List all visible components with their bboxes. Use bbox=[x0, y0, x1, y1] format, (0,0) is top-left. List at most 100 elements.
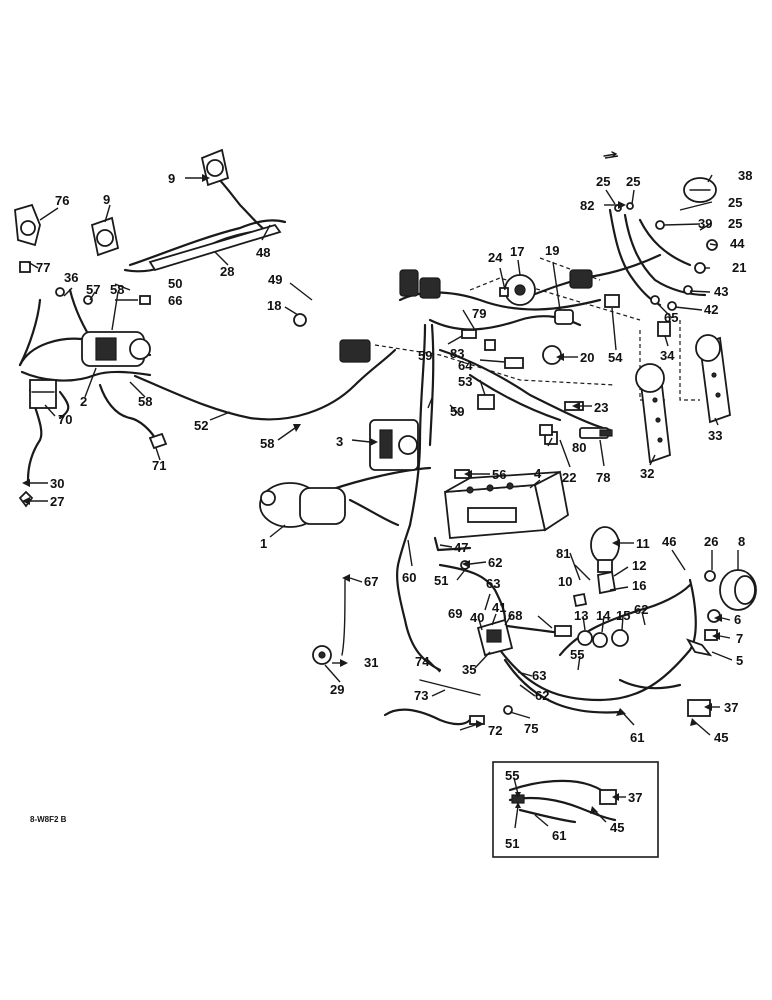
callout-10: 10 bbox=[558, 574, 572, 589]
callout-14: 14 bbox=[596, 608, 611, 623]
callout-63-b: 63 bbox=[532, 668, 546, 683]
callout-12: 12 bbox=[632, 558, 646, 573]
callout-56: 56 bbox=[492, 467, 506, 482]
callout-82: 82 bbox=[580, 198, 594, 213]
callout-69: 69 bbox=[448, 606, 462, 621]
component-77-connector bbox=[19, 261, 31, 273]
component-20-switch bbox=[542, 345, 562, 365]
callout-21: 21 bbox=[732, 260, 746, 275]
callout-16: 16 bbox=[632, 578, 646, 593]
component-28-bracket bbox=[148, 223, 282, 272]
callout-43: 43 bbox=[714, 284, 728, 299]
component-17-switch bbox=[504, 274, 536, 306]
callout-75: 75 bbox=[524, 721, 538, 736]
callout-23: 23 bbox=[594, 400, 608, 415]
callout-labels: 76 77 9 9 28 48 49 50 66 18 36 57 58 2 5… bbox=[36, 168, 752, 745]
callout-81: 81 bbox=[556, 546, 570, 561]
component-24-terminal bbox=[499, 287, 509, 297]
callout-34: 34 bbox=[660, 348, 675, 363]
callout-35: 35 bbox=[462, 662, 476, 677]
component-35-switch bbox=[476, 618, 514, 657]
component-26-bulb bbox=[704, 570, 716, 582]
callout-57: 57 bbox=[86, 282, 100, 297]
inset-callout-61: 61 bbox=[552, 828, 566, 843]
callout-25-a: 25 bbox=[596, 174, 610, 189]
callout-9-left: 9 bbox=[103, 192, 110, 207]
component-78-plug bbox=[579, 427, 613, 439]
callout-38: 38 bbox=[738, 168, 752, 183]
callout-37: 37 bbox=[724, 700, 738, 715]
callout-76: 76 bbox=[55, 193, 69, 208]
component-53-connector bbox=[477, 394, 495, 410]
callout-18: 18 bbox=[267, 298, 281, 313]
component-33-panel bbox=[695, 334, 731, 424]
component-12-bracket bbox=[597, 570, 617, 595]
arrow-mark bbox=[603, 151, 618, 158]
callout-48: 48 bbox=[256, 245, 270, 260]
component-13-socket bbox=[577, 630, 593, 646]
callout-30: 30 bbox=[50, 476, 64, 491]
component-43-terminal bbox=[683, 285, 693, 295]
component-32-panel bbox=[635, 363, 671, 464]
callout-20: 20 bbox=[580, 350, 594, 365]
inset-callout-51: 51 bbox=[505, 836, 519, 851]
component-39-terminal bbox=[655, 220, 665, 230]
inset-detail: 55 51 61 37 45 bbox=[492, 761, 659, 858]
callout-70: 70 bbox=[58, 412, 72, 427]
component-18-clip bbox=[293, 313, 307, 327]
callout-78: 78 bbox=[596, 470, 610, 485]
callout-60: 60 bbox=[402, 570, 416, 585]
callout-64: 64 bbox=[458, 358, 473, 373]
callout-80: 80 bbox=[572, 440, 586, 455]
callout-28: 28 bbox=[220, 264, 234, 279]
component-34-switch bbox=[657, 321, 671, 337]
callout-72: 72 bbox=[488, 723, 502, 738]
callout-2: 2 bbox=[80, 394, 87, 409]
component-70-regulator bbox=[29, 379, 57, 409]
callout-25-d: 25 bbox=[728, 216, 742, 231]
callout-31: 31 bbox=[364, 655, 378, 670]
callout-66: 66 bbox=[168, 293, 182, 308]
inset-callout-37: 37 bbox=[628, 790, 642, 805]
callout-67: 67 bbox=[364, 574, 378, 589]
component-21-terminal bbox=[694, 262, 706, 274]
callout-32: 32 bbox=[640, 466, 654, 481]
component-54-connector bbox=[604, 294, 620, 308]
components bbox=[14, 148, 757, 725]
component-76-switch bbox=[14, 203, 41, 247]
callout-24: 24 bbox=[488, 250, 503, 265]
callout-41: 41 bbox=[492, 600, 506, 615]
leader-lines bbox=[22, 155, 739, 736]
component-79-connector bbox=[461, 329, 477, 339]
callout-51: 51 bbox=[434, 573, 448, 588]
callout-25-b: 25 bbox=[626, 174, 640, 189]
callout-40: 40 bbox=[470, 610, 484, 625]
component-2-generator bbox=[81, 331, 151, 367]
component-64-connector bbox=[504, 357, 524, 369]
callout-62-c: 62 bbox=[634, 602, 648, 617]
component-3-alternator bbox=[369, 419, 419, 471]
callout-26: 26 bbox=[704, 534, 718, 549]
component-1-starter bbox=[259, 482, 346, 528]
catalog-number: 8-W8F2 B bbox=[30, 815, 67, 824]
component-14-socket bbox=[592, 632, 608, 648]
callout-33: 33 bbox=[708, 428, 722, 443]
callout-49: 49 bbox=[268, 272, 282, 287]
component-5-bracket bbox=[685, 638, 713, 657]
callout-62-a: 62 bbox=[488, 555, 502, 570]
inset-callout-45: 45 bbox=[610, 820, 624, 835]
component-83-connector bbox=[484, 339, 496, 351]
callout-65: 65 bbox=[664, 310, 678, 325]
callout-46: 46 bbox=[662, 534, 676, 549]
callout-50: 50 bbox=[168, 276, 182, 291]
callout-1: 1 bbox=[260, 536, 267, 551]
component-multi-pin-plugs bbox=[339, 269, 593, 363]
component-38-gauge bbox=[683, 177, 717, 203]
callout-55: 55 bbox=[570, 647, 584, 662]
component-36-terminal bbox=[55, 287, 65, 297]
component-22-connector bbox=[539, 424, 553, 436]
callout-36: 36 bbox=[64, 270, 78, 285]
callout-77: 77 bbox=[36, 260, 50, 275]
callout-7: 7 bbox=[736, 631, 743, 646]
